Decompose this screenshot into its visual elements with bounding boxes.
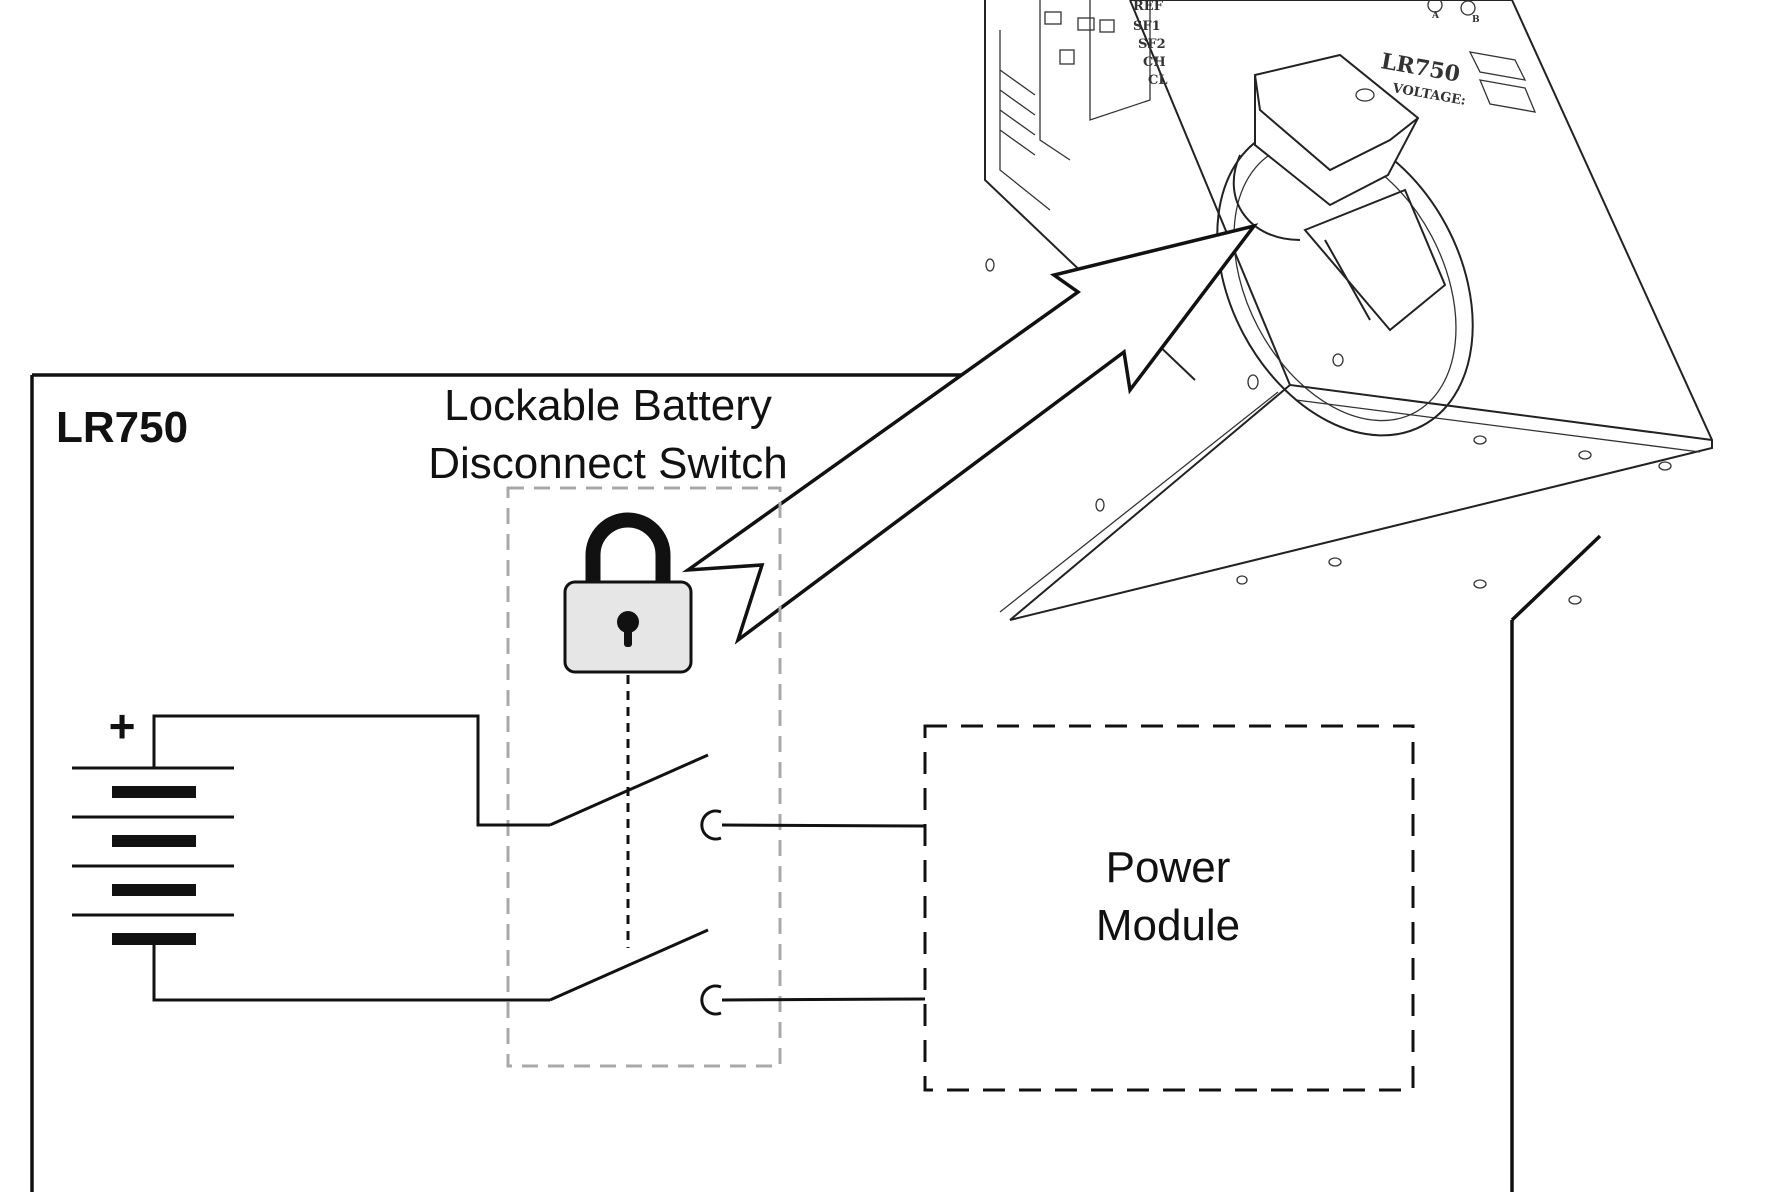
device-model-label: LR750	[1379, 48, 1462, 87]
switch-label-line2: Disconnect Switch	[428, 439, 787, 488]
terminal-hole-3	[1099, 19, 1115, 33]
panel-label-cl: CL	[1148, 73, 1168, 88]
switch-contact-bottom	[700, 984, 722, 1016]
power-module-label-line1: Power	[1106, 843, 1231, 892]
switch-blade-top	[549, 753, 709, 827]
terminal-label-b: B	[1472, 15, 1480, 25]
panel-label-ch: CH	[1143, 55, 1166, 70]
callout-arrow	[681, 223, 1259, 645]
panel-label-sf1: SF1	[1133, 19, 1161, 34]
device-padlock-body	[1254, 53, 1420, 207]
terminal-label-a: A	[1431, 11, 1440, 21]
enclosure-label: LR750	[56, 403, 188, 452]
battery-icon	[72, 766, 234, 945]
enclosure-outline-cut	[1510, 534, 1602, 622]
battery-positive-symbol: +	[109, 700, 136, 752]
output-wire-top	[721, 823, 926, 828]
terminal-a-icon	[1427, 0, 1443, 13]
device-lower-edge-inner	[1295, 399, 1701, 453]
switch-blade-bottom	[549, 928, 709, 1002]
device-bottom-edge	[1009, 384, 1291, 621]
terminal-hole-2	[1077, 17, 1095, 31]
terminal-hole-4	[1059, 49, 1075, 65]
positive-wire	[152, 714, 550, 827]
switch-handle-edge	[1324, 239, 1371, 321]
device-padlock-keyhole	[1355, 88, 1375, 102]
padlock-icon	[563, 512, 693, 674]
voltage-boxes	[1468, 51, 1537, 113]
terminal-strip	[999, 30, 1051, 211]
switch-contact-top	[700, 809, 722, 841]
enclosure-outline	[30, 373, 1514, 1192]
device-padlock-shackle	[1232, 154, 1301, 241]
terminal-block	[1039, 0, 1071, 161]
terminal-screws	[999, 69, 1036, 156]
negative-wire	[152, 939, 550, 1002]
switch-label-line1: Lockable Battery	[444, 381, 772, 430]
power-module-label-line2: Module	[1096, 901, 1240, 950]
switch-handle	[1303, 188, 1447, 332]
switch-boundary	[506, 486, 782, 1068]
device-padlock-face	[1254, 74, 1419, 172]
panel-label-sf2: SF2	[1138, 37, 1166, 52]
output-wire-bottom	[721, 997, 926, 1002]
device-bottom-edge-inner	[999, 391, 1279, 613]
terminal-b-icon	[1460, 0, 1476, 16]
power-module-box	[923, 724, 1415, 1092]
circuit-wiring	[152, 714, 926, 1002]
terminal-hole-1	[1044, 11, 1062, 25]
panel-label-ref: REF	[1133, 0, 1164, 14]
label-plate	[1089, 0, 1151, 121]
